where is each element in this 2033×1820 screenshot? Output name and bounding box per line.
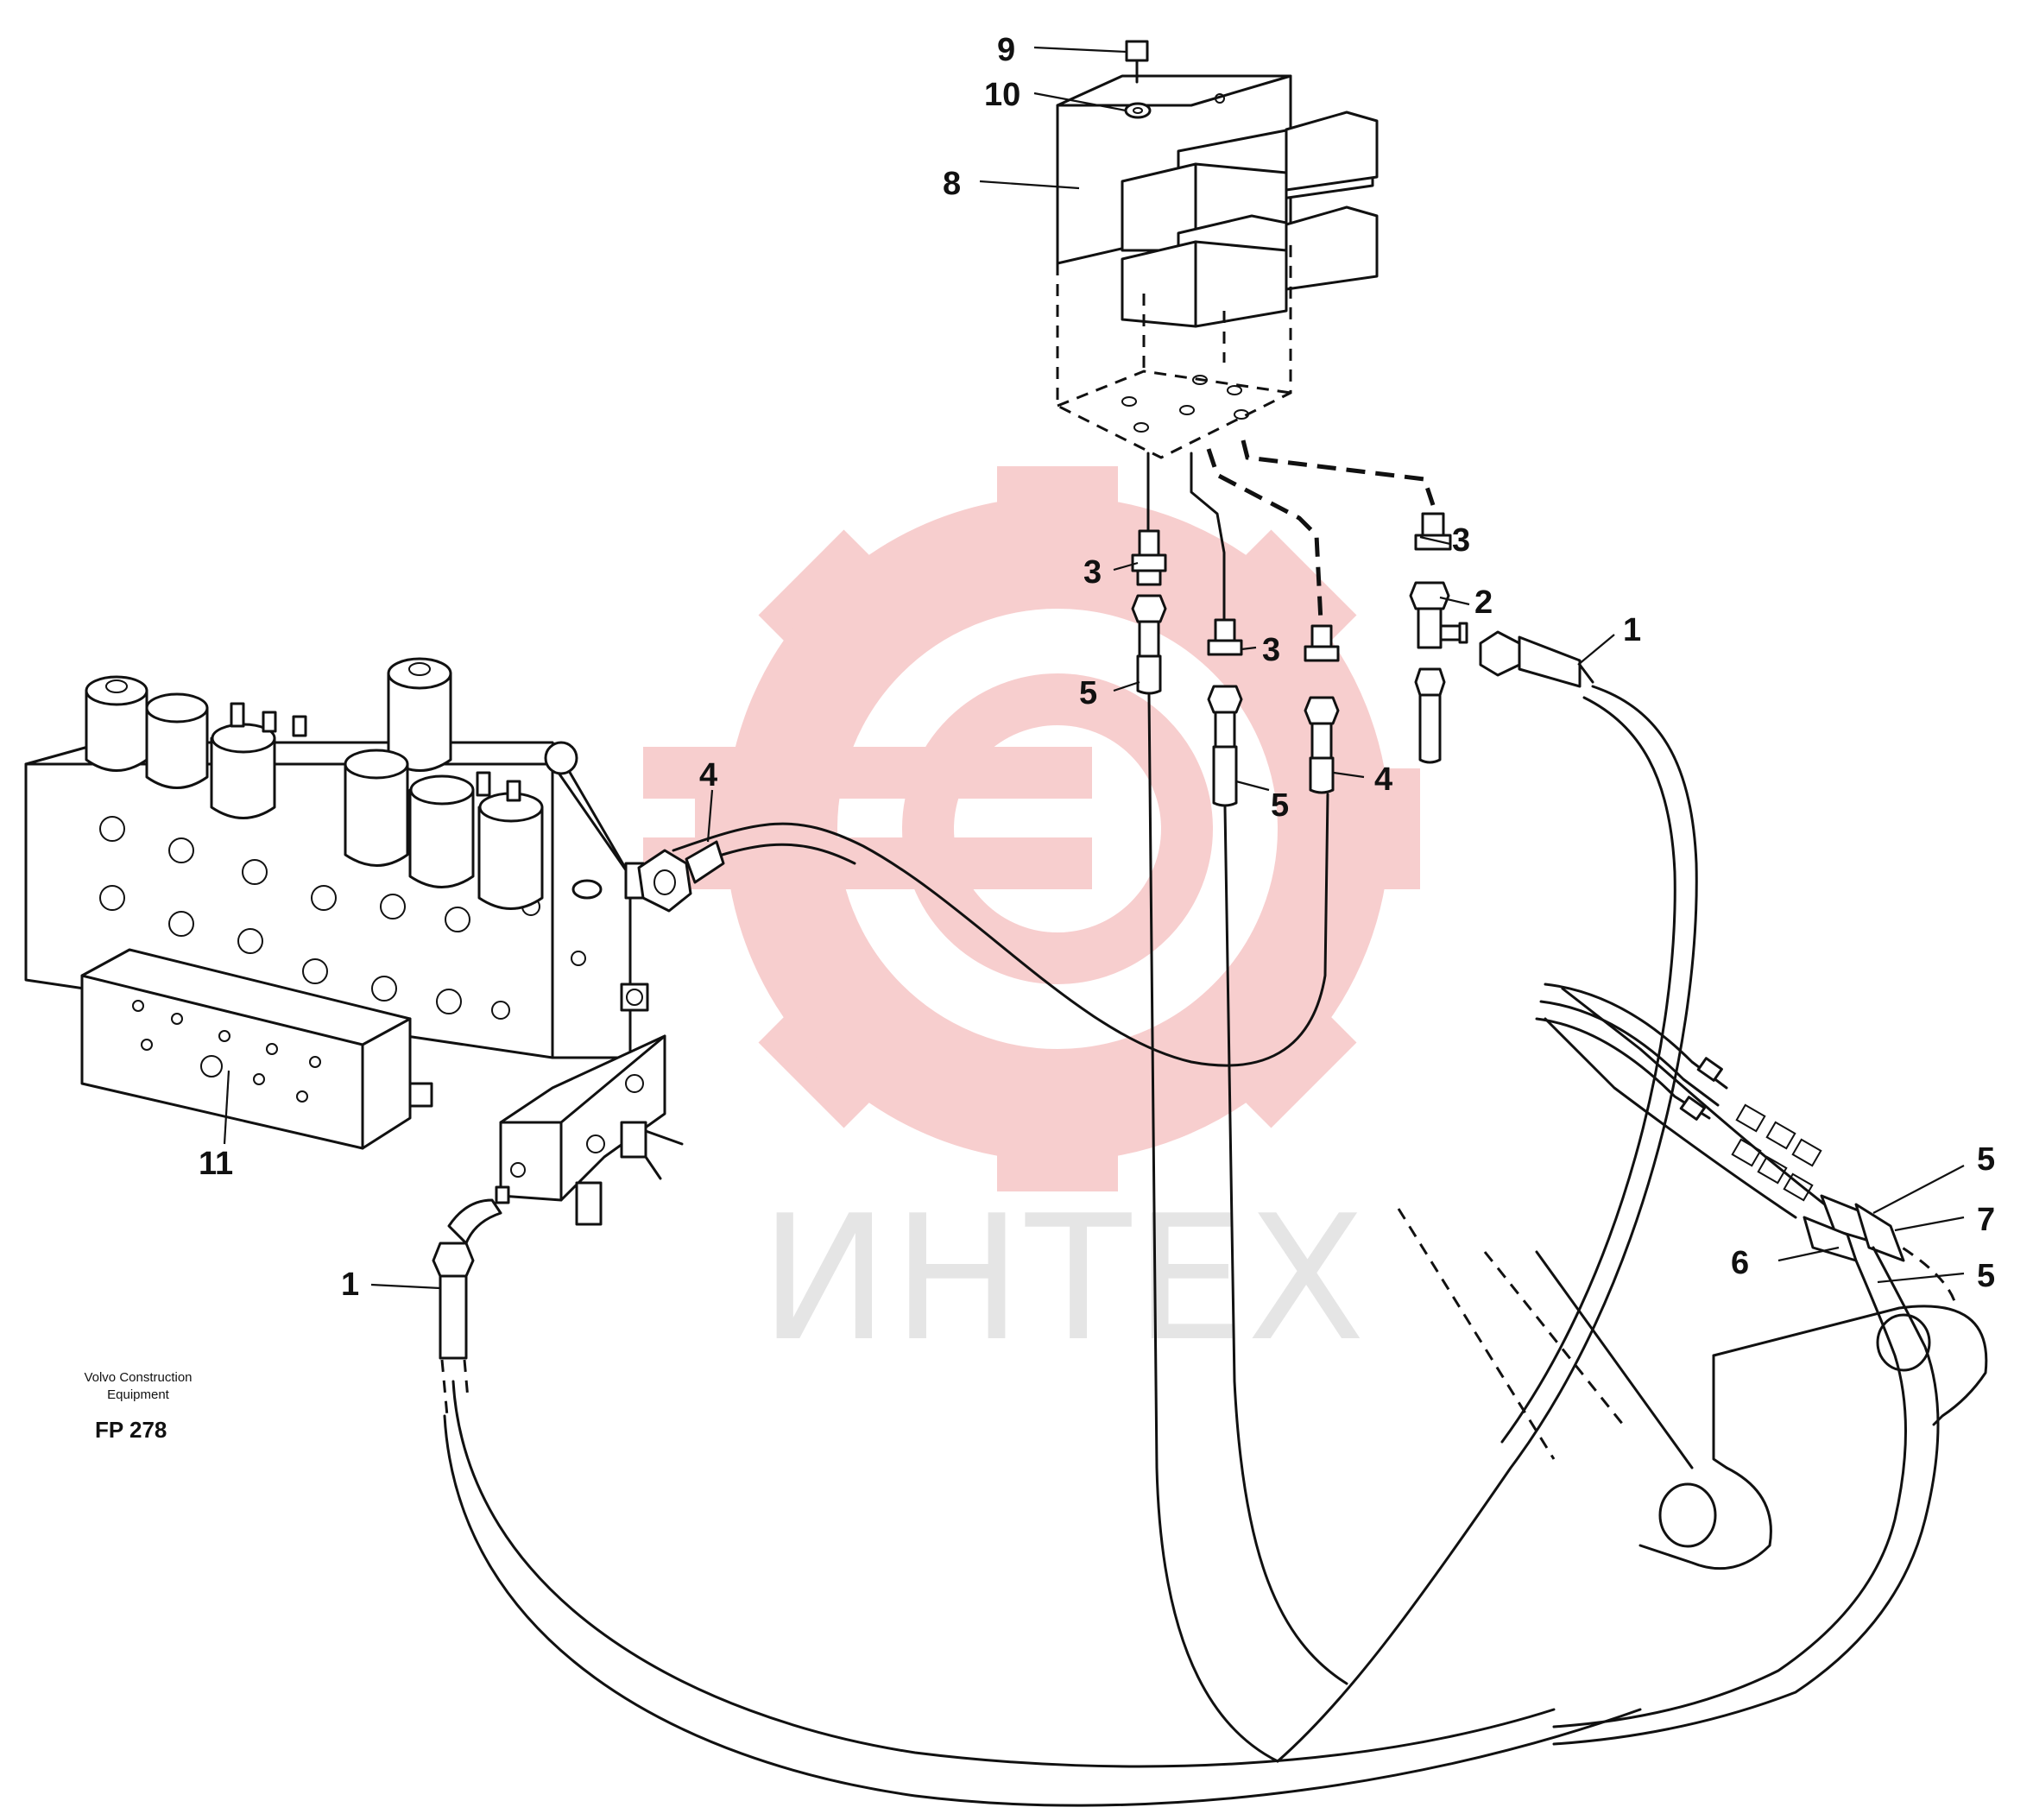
connector-group-left <box>1131 529 1167 695</box>
callout-3-right: 3 <box>1452 522 1470 559</box>
callout-9: 9 <box>997 32 1015 68</box>
leader-lines <box>223 46 1965 1290</box>
callout-5-mid: 5 <box>1271 787 1289 824</box>
callout-3-mid: 3 <box>1262 632 1280 668</box>
callout-1-top: 1 <box>1623 612 1641 648</box>
callout-7: 7 <box>1977 1202 1995 1238</box>
callout-5-left: 5 <box>1079 675 1097 711</box>
callout-6: 6 <box>1731 1245 1749 1281</box>
cable-end-connector <box>1479 630 1594 688</box>
watermark-text: ИНТЕХ <box>760 1179 1369 1380</box>
caption-code: FP 278 <box>95 1417 167 1443</box>
signal-wires <box>1146 439 1436 623</box>
caption-line1: Volvo Construction <box>84 1370 192 1385</box>
hose-fitting-valve <box>637 840 725 913</box>
callout-5-arm-top: 5 <box>1977 1141 1995 1178</box>
hose-lines <box>443 685 1698 1807</box>
screw <box>1125 40 1149 84</box>
watermark-gear-logo <box>643 466 1420 1191</box>
tee-connector <box>1409 512 1468 764</box>
callout-4-left: 4 <box>699 757 717 793</box>
washer <box>1124 102 1152 119</box>
callout-11: 11 <box>199 1146 233 1182</box>
callout-8: 8 <box>943 166 961 202</box>
callout-1-left: 1 <box>341 1267 359 1303</box>
callout-2: 2 <box>1474 585 1493 621</box>
connector-group-mid <box>1207 618 1243 807</box>
callout-10: 10 <box>984 77 1020 113</box>
callout-5-arm-bottom: 5 <box>1977 1258 1995 1294</box>
caption-line2: Equipment <box>107 1387 170 1402</box>
callout-4-right: 4 <box>1374 761 1392 798</box>
arm-hoses <box>1535 983 1940 1746</box>
control-valve-block <box>24 657 684 1226</box>
figure-caption: Volvo Construction Equipment FP 278 <box>84 1370 192 1443</box>
hose-left <box>432 1185 510 1417</box>
boom-arm <box>1397 987 1988 1570</box>
connector-group-right <box>1304 624 1340 794</box>
callout-3-left: 3 <box>1083 554 1102 591</box>
callout-labels: 9 10 8 3 3 3 2 1 5 5 4 4 11 1 5 7 6 5 <box>199 32 1995 1303</box>
solenoid-block <box>1056 74 1379 459</box>
